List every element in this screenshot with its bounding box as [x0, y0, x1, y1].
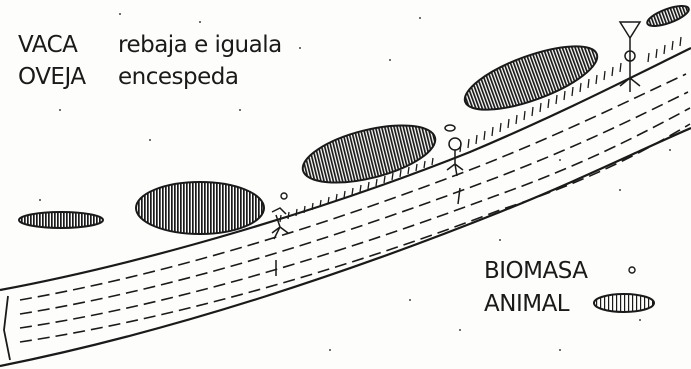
hillside-slope	[0, 37, 691, 366]
legend-label-biomasa: BIOMASA	[484, 260, 588, 283]
biomass-ellipse-icon	[594, 294, 654, 312]
biomass-ellipse-2	[136, 182, 264, 234]
biomass-ellipse-1	[19, 212, 103, 228]
label-vaca: VACA	[18, 34, 77, 57]
biomass-ellipse-3	[297, 114, 441, 193]
plant-marker-2	[445, 125, 463, 204]
biomass-ellipse-4	[458, 33, 605, 122]
label-oveja: OVEJA	[18, 66, 86, 89]
seed-dot-1	[281, 193, 287, 199]
legend-dot	[629, 267, 635, 273]
label-oveja-action: encespeda	[118, 66, 238, 89]
legend-label-animal: ANIMAL	[484, 293, 569, 316]
label-vaca-action: rebaja e iguala	[118, 34, 282, 57]
biomass-ellipse-5	[645, 2, 691, 30]
